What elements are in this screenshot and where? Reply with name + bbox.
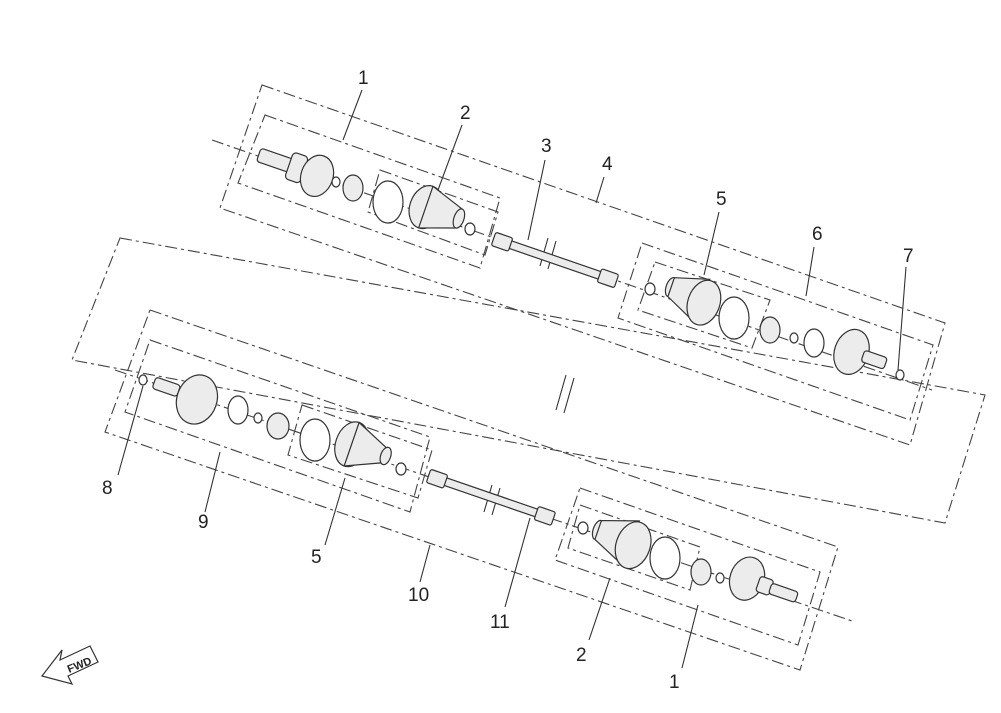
rear-shaft-assembly-box [104, 309, 839, 671]
callout-2-top: 2 [460, 103, 471, 124]
boot-clamp-right [718, 296, 750, 340]
small-clamp-bottom [395, 462, 407, 476]
boot-kit-box-bottom-right [567, 504, 701, 591]
group-outlines [71, 84, 986, 671]
fwd-arrow-icon: FWD [40, 645, 99, 685]
o-ring-right [803, 328, 825, 358]
bottom-shaft-parts [138, 374, 799, 603]
snap-ring-bottom [138, 374, 148, 386]
boot-clamp-bottom [299, 418, 331, 462]
half-shaft-top [491, 232, 619, 288]
inner-joint-box-bottom [124, 339, 431, 513]
nut-bottom-right [690, 558, 712, 586]
o-ring-bottom [227, 395, 249, 425]
callout-9: 9 [198, 512, 209, 533]
callouts: 1 2 3 4 5 6 7 8 9 5 10 11 2 1 [102, 68, 914, 693]
nut-bottom [266, 412, 290, 440]
circlip-top [331, 176, 341, 188]
circlip-bottom [253, 412, 263, 424]
circlip-bottom-right [715, 572, 725, 584]
outer-joint-box-bottom [554, 487, 821, 646]
break-mark-4 [563, 377, 575, 414]
leader-lines [117, 89, 907, 669]
inner-cv-joint-bottom [152, 374, 219, 425]
callout-10: 10 [408, 585, 429, 606]
callout-5-top: 5 [716, 189, 727, 210]
nut-right [759, 316, 781, 344]
callout-11: 11 [490, 612, 510, 633]
boot-kit-box-bottom [287, 404, 433, 499]
rear-shaft-assembly-frame [71, 237, 986, 524]
boot-bottom [334, 421, 392, 468]
boot-clamp-top [372, 180, 404, 224]
small-clamp-bottom-right [577, 521, 589, 535]
small-clamp-top [464, 222, 476, 236]
boot-bottom-right [591, 519, 652, 570]
callout-1-top: 1 [358, 68, 369, 89]
outer-cv-joint-bottom [728, 556, 799, 603]
half-shaft-bottom [426, 469, 556, 526]
callout-1-bottom: 1 [669, 672, 680, 693]
callout-3: 3 [541, 136, 552, 157]
boot-kit-box-top [367, 169, 499, 256]
callout-5-bottom: 5 [311, 547, 322, 568]
callout-2-bottom: 2 [576, 645, 587, 666]
outer-joint-box-top [237, 114, 501, 269]
top-shaft-parts [256, 148, 905, 381]
callout-7: 7 [903, 246, 914, 267]
boot-clamp-bottom-right [649, 536, 681, 580]
inner-cv-joint-top [833, 328, 888, 375]
inner-joint-box-top [617, 242, 934, 421]
boot-kit-box-right [637, 261, 771, 349]
callout-4: 4 [602, 154, 613, 175]
break-mark-3 [555, 374, 567, 411]
boot-right [664, 276, 722, 326]
callout-6: 6 [812, 224, 823, 245]
small-clamp-right [644, 282, 656, 296]
outer-cv-joint-top [256, 148, 335, 197]
nut-top [342, 174, 364, 202]
circlip-right [789, 332, 799, 344]
callout-8: 8 [102, 478, 113, 499]
snap-ring-top [895, 369, 905, 381]
boot-top [408, 185, 466, 230]
axis-lines [114, 139, 933, 623]
